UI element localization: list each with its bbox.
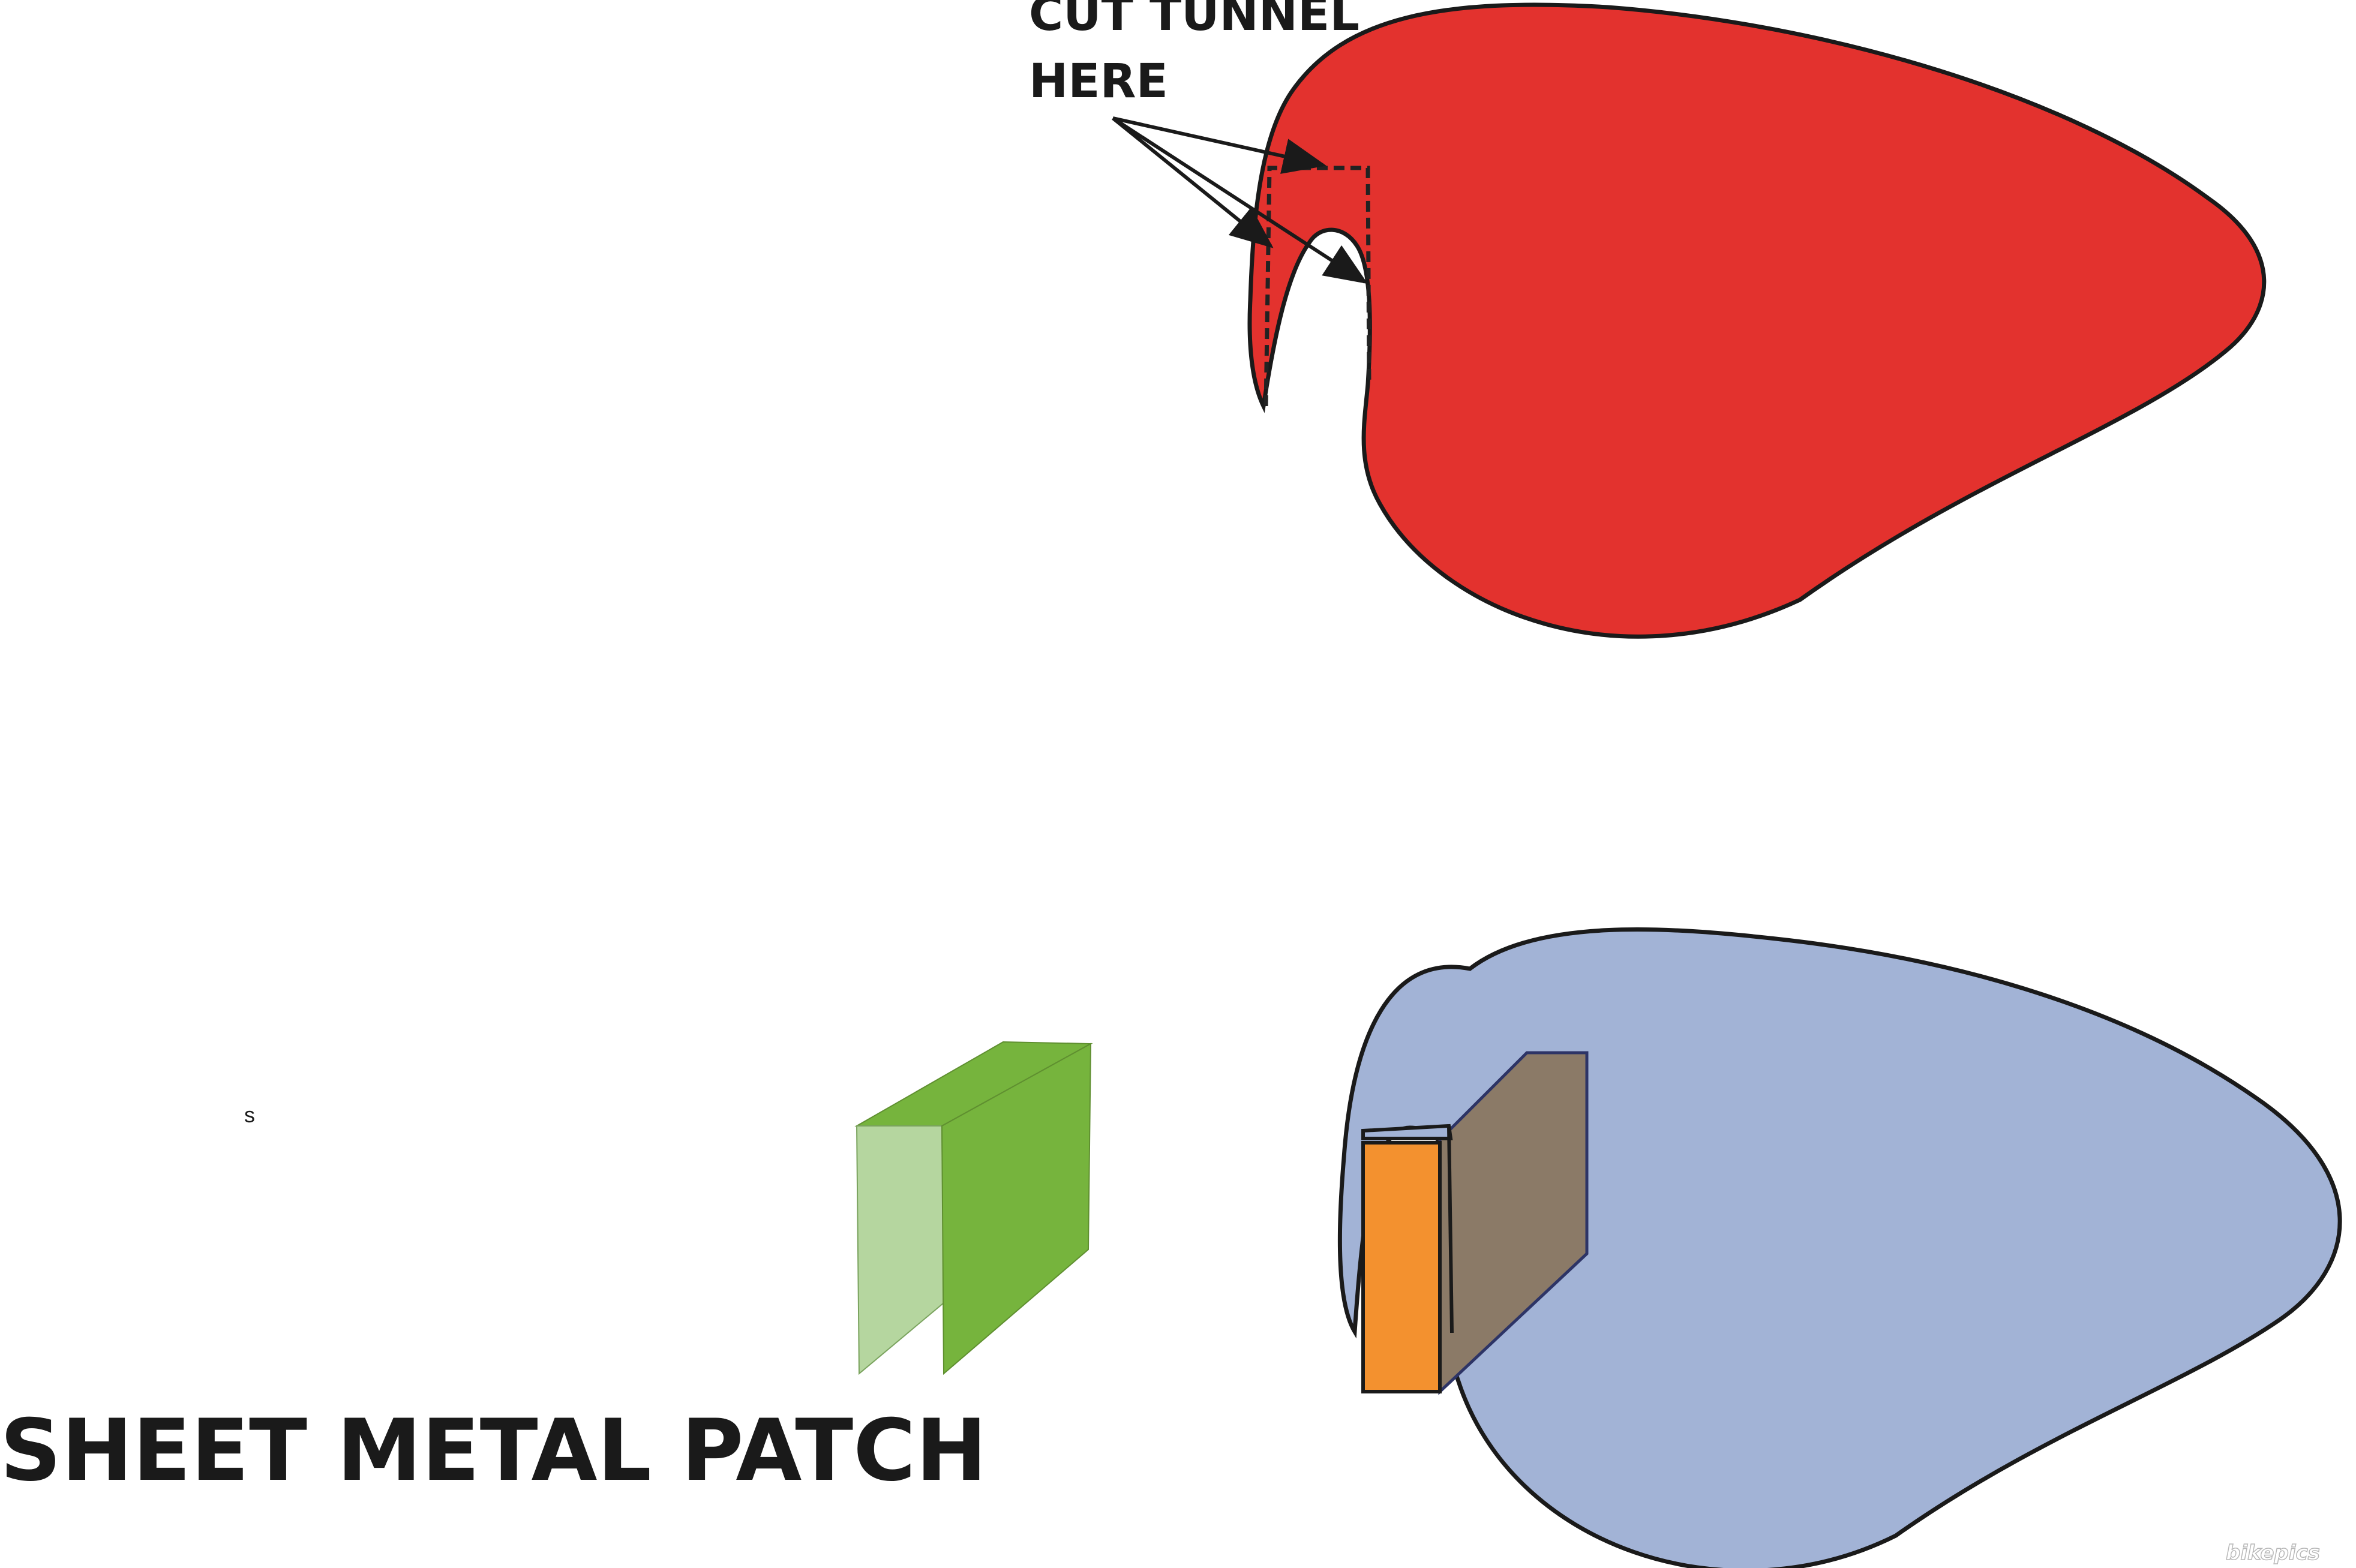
cut-tunnel-label-line2: HERE (1029, 55, 1168, 109)
arrow-to-right-wall (1112, 116, 1368, 284)
arrow-to-left-wall (1112, 116, 1274, 248)
installed-patch-edge (1447, 1125, 1454, 1333)
red-tank-group (1247, 2, 2267, 639)
installed-patch (1361, 1051, 1589, 1395)
sheet-metal-patch-left-face (856, 1125, 945, 1375)
red-tank-shape (1247, 2, 2267, 639)
sheet-metal-patch (854, 1041, 1093, 1375)
sheet-metal-patch-right-face (941, 1043, 1092, 1375)
installed-patch-front (1361, 1141, 1442, 1393)
watermark-logo: bikepics (2226, 1541, 2320, 1565)
sheet-metal-patch-label: SHEET METAL PATCH (0, 1401, 987, 1500)
annotation-arrows (1112, 116, 1368, 284)
cut-tunnel-label-line1: CUT TUNNEL (1029, 0, 1359, 41)
arrow-to-top-corner (1112, 116, 1326, 174)
small-mark-label: s (244, 1103, 255, 1127)
